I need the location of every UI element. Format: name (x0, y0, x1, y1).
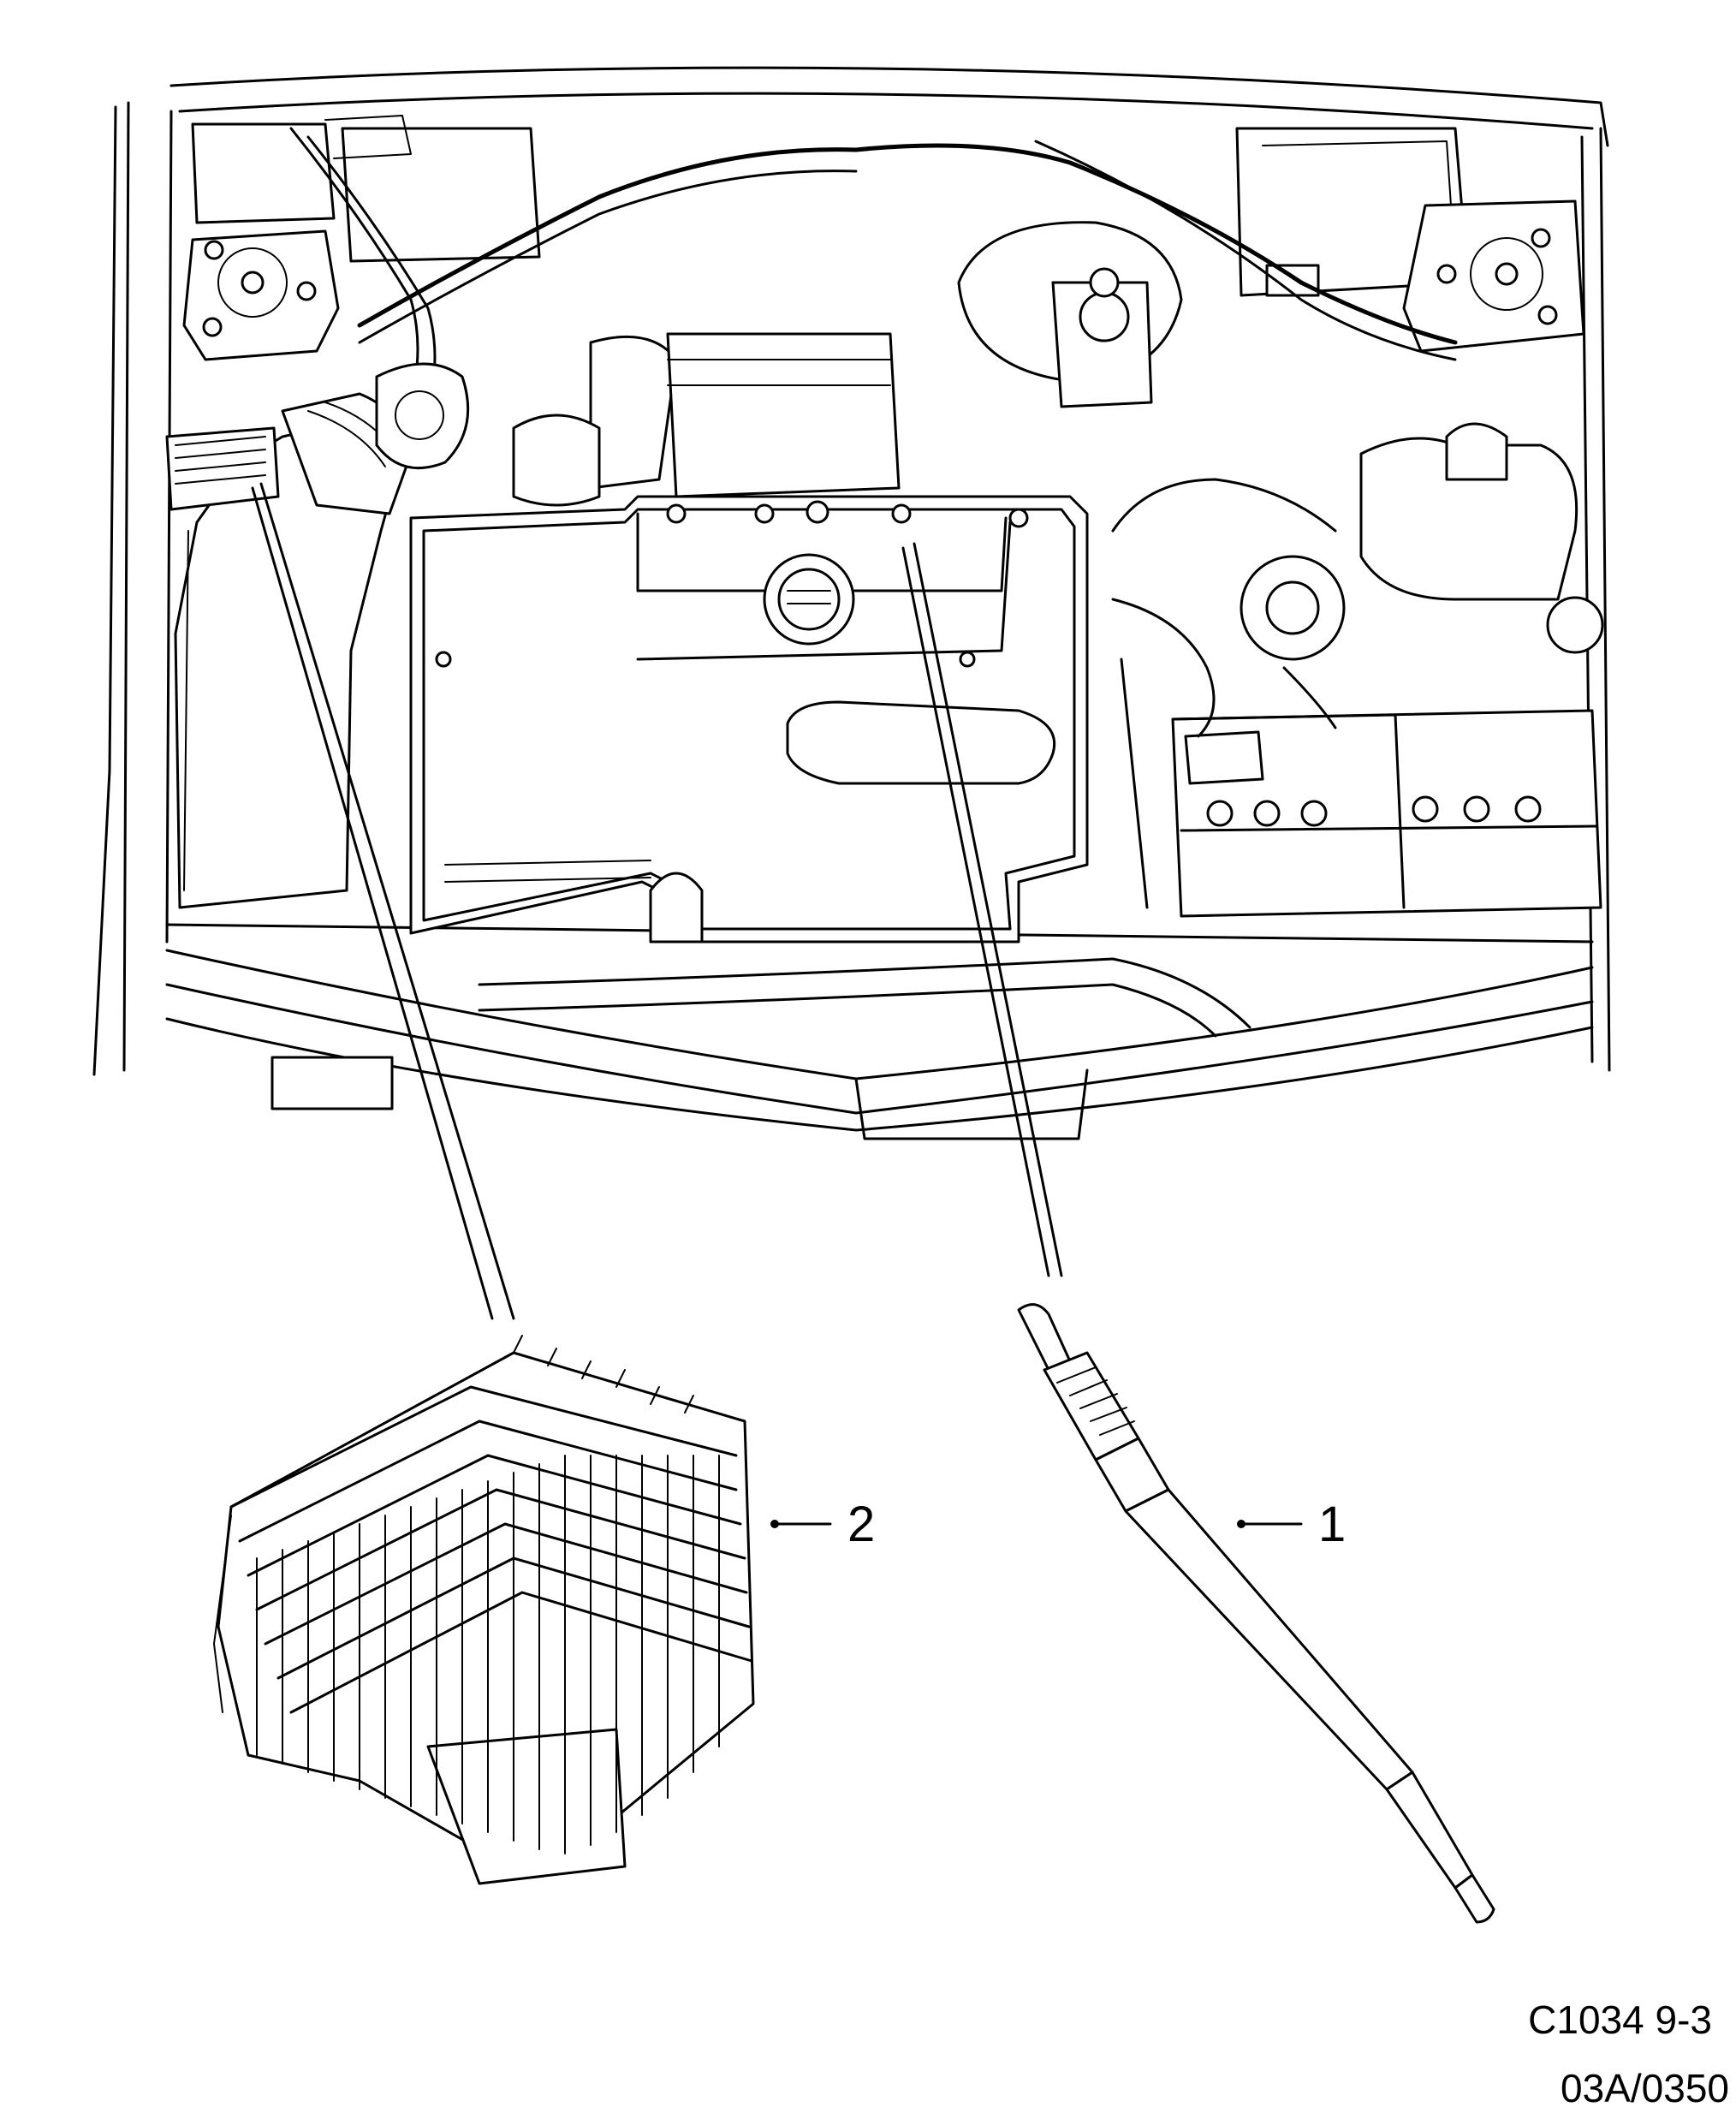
callout-2-number: 2 (847, 1497, 875, 1552)
drawing-code-line-1: C1034 9-3 (1528, 1997, 1712, 2042)
drawing-code-line-2: 03A/0350 (1561, 2066, 1729, 2110)
callout-2: 2 (770, 1497, 875, 1552)
callout-1-number: 1 (1318, 1497, 1346, 1552)
callout-1: 1 (1237, 1497, 1346, 1552)
glow-plug-control-module (213, 1335, 755, 1885)
leader-lines (251, 482, 1063, 1320)
engine-bay-illustration (92, 66, 1611, 1140)
glow-plug (1017, 1303, 1495, 1924)
